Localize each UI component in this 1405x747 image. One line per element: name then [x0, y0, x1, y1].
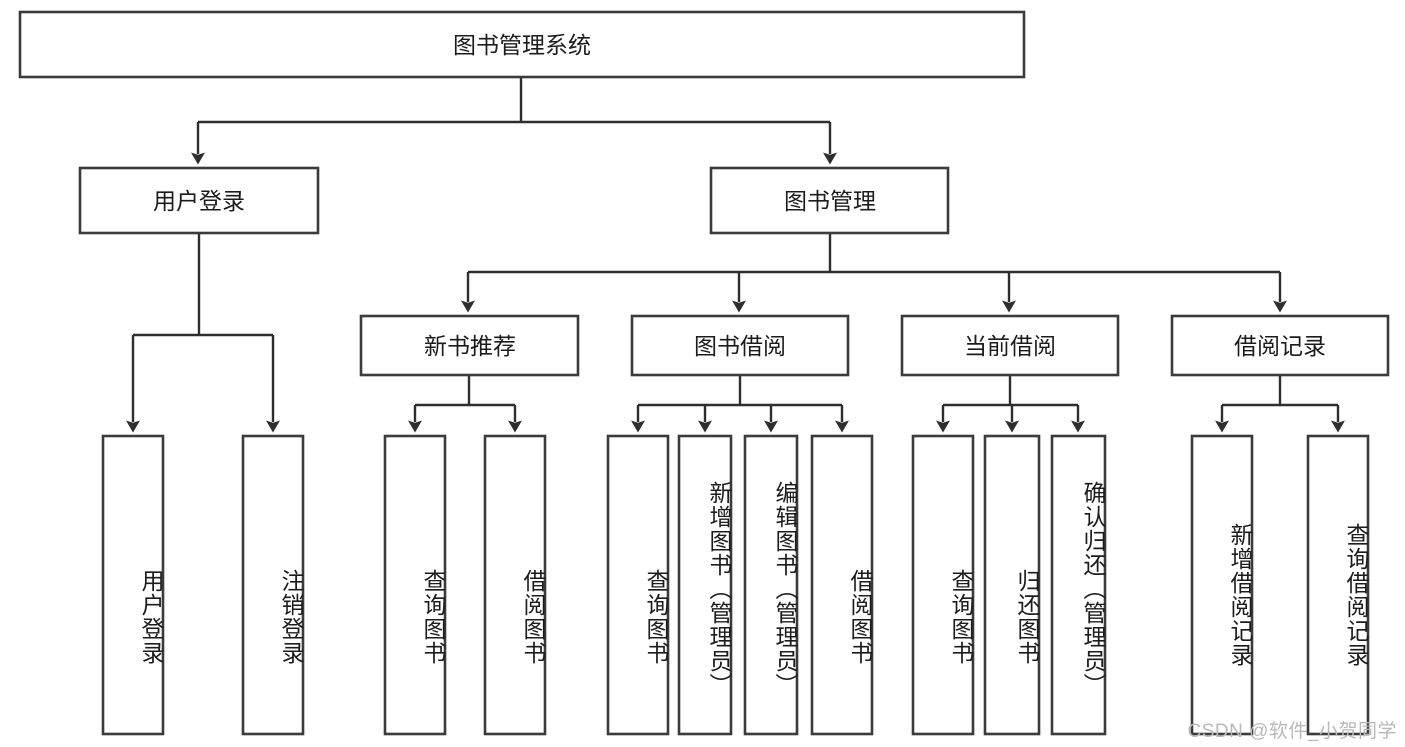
connector-group-current-borrow-to-leaves — [936, 375, 1085, 433]
node-leaf-add-borrow-record-box[interactable] — [1190, 434, 1254, 736]
node-borrow-record-box[interactable] — [1170, 314, 1390, 377]
connector-group-user-login-to-leaves — [126, 233, 280, 433]
node-leaf-edit-book-admin-box[interactable] — [743, 434, 799, 736]
node-leaf-query-book-recommend-box[interactable] — [383, 434, 447, 736]
node-user-login[interactable]: 用户登录 — [78, 166, 320, 235]
node-borrow-record[interactable]: 借阅记录 — [1170, 314, 1390, 377]
node-root[interactable]: 图书管理系统 — [18, 10, 1026, 79]
connector-group-book-manage-to-level3 — [461, 233, 1287, 313]
node-leaf-borrow-book-box[interactable] — [810, 434, 874, 736]
node-leaf-confirm-return-admin-box[interactable] — [1050, 434, 1107, 736]
node-leaf-query-borrow-record-box[interactable] — [1306, 434, 1370, 736]
node-root-label: 图书管理系统 — [453, 32, 591, 58]
node-leaf-user-login-box[interactable] — [101, 434, 165, 736]
node-book-borrow-label: 图书借阅 — [694, 333, 786, 359]
node-book-borrow-box[interactable] — [630, 314, 850, 377]
node-book-borrow[interactable]: 图书借阅 — [630, 314, 850, 377]
connector-group-new-book-recommend-to-leaves — [408, 375, 522, 433]
node-leaf-query-book-current-box[interactable] — [911, 434, 975, 736]
node-book-manage[interactable]: 图书管理 — [709, 166, 950, 235]
node-leaf-add-book-admin-box[interactable] — [677, 434, 733, 736]
node-borrow-record-label: 借阅记录 — [1234, 333, 1326, 359]
connector-group-borrow-record-to-leaves — [1215, 375, 1345, 433]
connector-group-book-borrow-to-leaves — [631, 375, 849, 433]
node-leaf-logout-box[interactable] — [241, 434, 305, 736]
node-leaf-query-book-borrow-box[interactable] — [606, 434, 670, 736]
node-leaf-return-book-box[interactable] — [983, 434, 1041, 736]
csdn-watermark: CSDN @软件_小贺同学 — [1187, 721, 1397, 742]
node-book-manage-box[interactable] — [709, 166, 950, 235]
node-current-borrow-label: 当前借阅 — [964, 333, 1056, 359]
node-root-box[interactable] — [18, 10, 1026, 79]
node-new-book-recommend[interactable]: 新书推荐 — [359, 314, 580, 377]
connector-group-root-to-level2 — [191, 77, 837, 165]
node-new-book-recommend-box[interactable] — [359, 314, 580, 377]
node-user-login-box[interactable] — [78, 166, 320, 235]
node-book-manage-label: 图书管理 — [784, 188, 876, 214]
node-current-borrow[interactable]: 当前借阅 — [900, 314, 1120, 377]
node-current-borrow-box[interactable] — [900, 314, 1120, 377]
node-leaf-borrow-book-recommend-box[interactable] — [483, 434, 547, 736]
node-user-login-label: 用户登录 — [153, 188, 245, 214]
node-new-book-recommend-label: 新书推荐 — [424, 333, 516, 359]
